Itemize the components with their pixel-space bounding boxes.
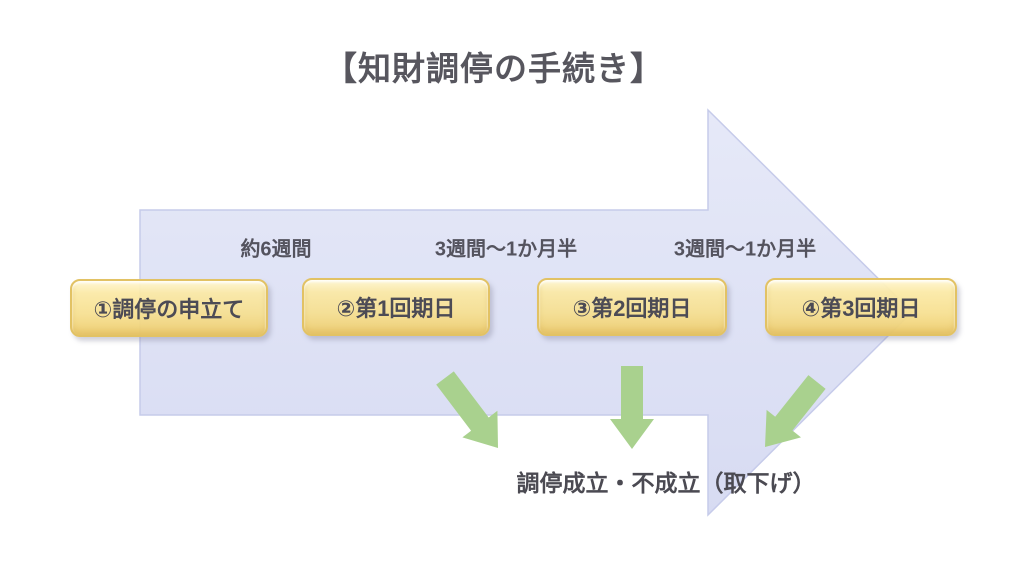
- step-box-2-label: ②第1回期日: [336, 296, 456, 321]
- right-block-arrow-icon: [139, 108, 914, 517]
- down-arrow-icon: [610, 366, 654, 449]
- duration-label-1: 約6週間: [240, 238, 312, 261]
- outcome-label: 調停成立・不成立（取下げ）: [516, 470, 816, 496]
- step-box-3-label: ③第2回期日: [572, 296, 692, 321]
- step-box-3: ③第2回期日: [537, 278, 727, 336]
- duration-label-2: 3週間〜1か月半: [434, 238, 578, 261]
- down-left-arrow-icon: [765, 375, 826, 447]
- step-box-4-label: ④第3回期日: [801, 296, 921, 321]
- duration-label-3: 3週間〜1か月半: [673, 238, 817, 261]
- step-box-1: ①調停の申立て: [70, 279, 268, 337]
- step-box-1-label: ①調停の申立て: [93, 297, 245, 322]
- down-right-arrow-icon: [436, 371, 498, 448]
- step-box-4: ④第3回期日: [765, 278, 957, 336]
- page-title: 【知財調停の手続き】: [324, 50, 664, 87]
- step-box-2: ②第1回期日: [302, 278, 490, 336]
